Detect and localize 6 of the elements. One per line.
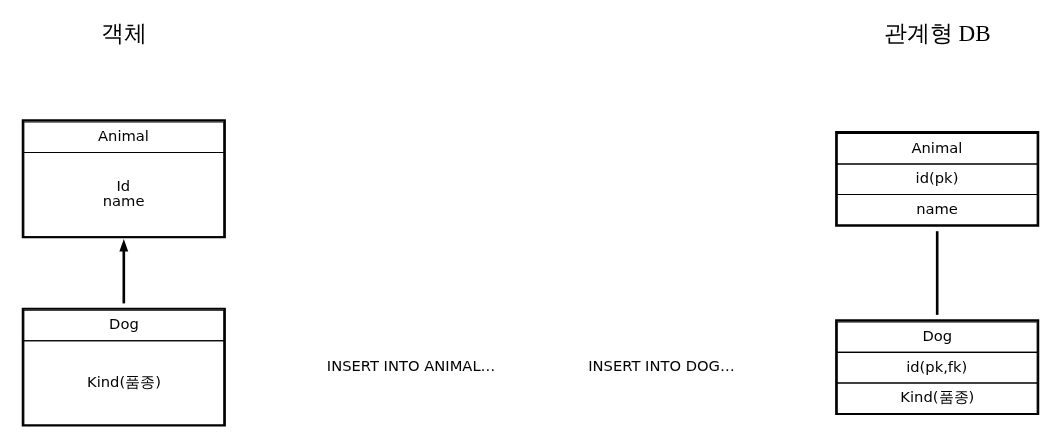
connector bbox=[935, 230, 939, 315]
label: 관계형 DB bbox=[883, 19, 991, 46]
arrow bbox=[119, 238, 129, 303]
label: 객체 bbox=[100, 19, 147, 46]
label: INSERT INTO DOG… bbox=[588, 356, 735, 374]
label: INSERT INTO ANIMAL… bbox=[326, 356, 496, 374]
